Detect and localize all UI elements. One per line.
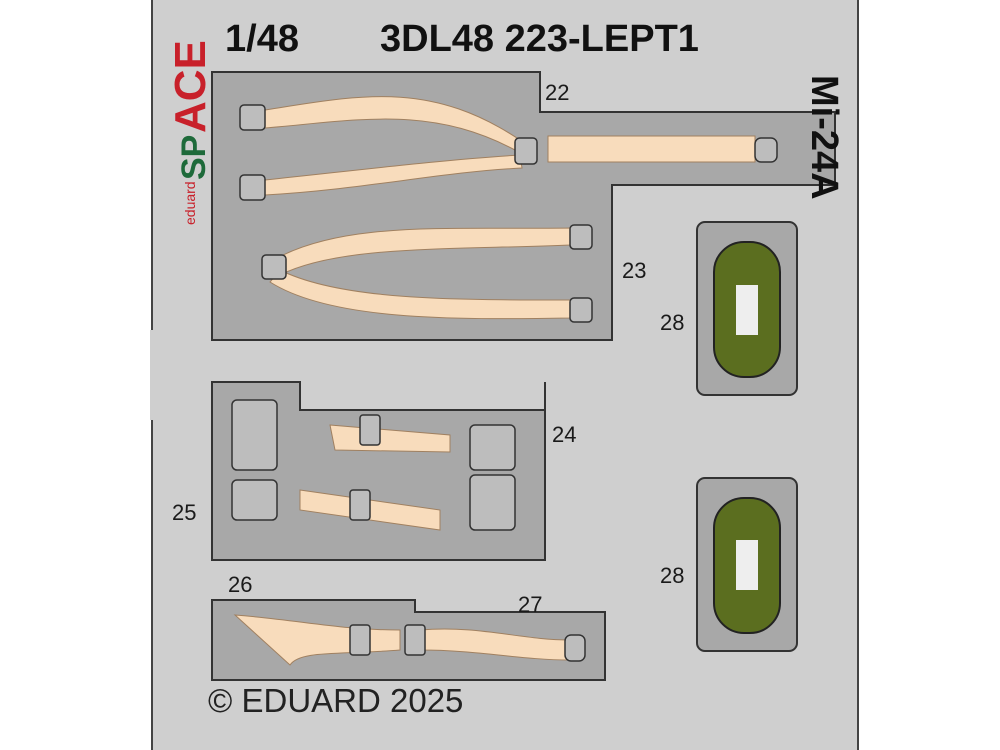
strap: [264, 154, 523, 196]
strap: [547, 135, 756, 163]
scale-label: 1/48: [225, 18, 299, 60]
part-number: 28: [660, 563, 685, 588]
seat-pad-28-bottom: [713, 497, 781, 634]
part-number: 27: [518, 592, 543, 617]
part-number: 28: [660, 310, 685, 335]
svg-text:eduard: eduard: [182, 181, 198, 225]
panel-24-25: [211, 381, 546, 561]
buckles: [231, 104, 778, 662]
eduard-space-logo: eduard SP ACE: [166, 40, 215, 225]
part-number: 24: [552, 422, 577, 447]
part-number: 25: [172, 500, 197, 525]
part-number: 23: [622, 258, 647, 283]
product-code: 3DL48 223-LEPT1: [380, 18, 699, 60]
svg-text:ACE: ACE: [166, 40, 215, 133]
seat-pad-28-top: [713, 241, 781, 378]
part-number: 26: [228, 572, 253, 597]
strap: [233, 614, 401, 666]
aircraft-name: Mi-24A: [803, 75, 845, 200]
part-number: 22: [545, 80, 570, 105]
copyright: © EDUARD 2025: [208, 682, 464, 719]
svg-text:SP: SP: [175, 135, 213, 180]
